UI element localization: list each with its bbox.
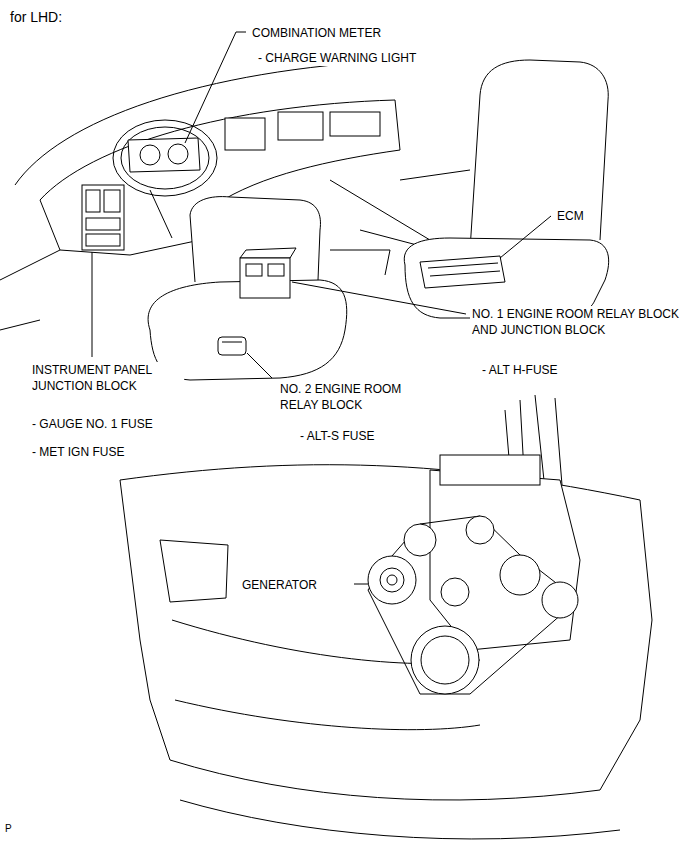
part-label: INSTRUMENT PANEL JUNCTION BLOCK (30, 362, 184, 394)
steering-wheel (150, 190, 172, 238)
page-title: for LHD: (10, 8, 62, 26)
part-label: P (3, 822, 14, 836)
relay-block-1 (246, 264, 262, 276)
vehicle-front (600, 720, 640, 790)
relay-block-2 (222, 342, 242, 343)
steering-wheel (113, 120, 217, 196)
engine (555, 398, 562, 485)
instrument-panel-junction-block (82, 185, 124, 250)
generator (368, 556, 416, 604)
dashboard (225, 118, 265, 150)
engine (368, 516, 578, 694)
cabin-outline (330, 250, 390, 275)
engine (500, 555, 540, 595)
generator (380, 568, 404, 592)
ecm (420, 256, 505, 288)
part-label: - CHARGE WARNING LIGHT (256, 50, 418, 66)
relay-block-1 (240, 258, 290, 298)
dashboard (330, 112, 380, 136)
part-label: - MET IGN FUSE (30, 444, 126, 460)
relay-block-1 (240, 248, 296, 298)
part-label: - GAUGE NO. 1 FUSE (30, 416, 155, 432)
part-label: COMBINATION METER (250, 25, 383, 41)
engine (411, 626, 479, 694)
part-label: GENERATOR (240, 577, 319, 593)
part-label: ECM (555, 208, 586, 224)
vehicle-front (640, 500, 652, 720)
vehicle-front (120, 465, 652, 839)
engine (430, 470, 580, 650)
engine (440, 455, 540, 485)
cabin-outline (0, 250, 60, 280)
relay-block-2 (218, 337, 246, 355)
cabin-outline (400, 170, 470, 180)
leader-line (247, 353, 272, 378)
driver-seat (148, 197, 347, 380)
instrument-panel-junction-block (104, 190, 120, 212)
engine (466, 516, 494, 544)
driver-seat (190, 197, 320, 282)
engine (542, 582, 578, 618)
engine (368, 395, 580, 694)
passenger-seat (404, 60, 608, 318)
passenger-seat (470, 60, 608, 250)
generator (368, 556, 416, 604)
instrument-panel-junction-block (82, 185, 124, 250)
combination-meter (140, 145, 160, 165)
part-label: - ALT-S FUSE (298, 428, 376, 444)
combination-meter (128, 138, 200, 172)
relay-block-1 (268, 264, 284, 276)
ecm (420, 256, 505, 288)
part-label: NO. 1 ENGINE ROOM RELAY BLOCK AND JUNCTI… (470, 306, 686, 338)
dashboard (278, 112, 323, 140)
relay-block-2 (218, 337, 246, 355)
ecm (428, 263, 498, 268)
engine (421, 636, 469, 684)
instrument-panel-junction-block (86, 234, 120, 246)
leader-line (354, 584, 370, 585)
leader-line (292, 282, 466, 314)
vehicle-front (120, 480, 170, 760)
combination-meter (128, 138, 200, 172)
instrument-panel-junction-block (86, 190, 100, 212)
cabin-outline (0, 320, 40, 330)
part-label: NO. 2 ENGINE ROOM RELAY BLOCK (278, 381, 432, 413)
engine (441, 578, 469, 606)
combination-meter (168, 144, 188, 164)
vehicle-front (175, 700, 480, 730)
vehicle-front (160, 540, 228, 602)
leader-line (185, 32, 246, 143)
vehicle-front (170, 760, 600, 800)
relay-block-1 (240, 248, 296, 258)
engine (404, 524, 436, 556)
leader-line (92, 252, 93, 357)
cabin-outline (330, 180, 430, 240)
leader-line (500, 216, 551, 258)
vehicle-front (180, 800, 620, 839)
instrument-panel-junction-block (86, 218, 120, 230)
steering-wheel (121, 127, 209, 189)
part-label: - ALT H-FUSE (480, 362, 560, 378)
ecm (430, 271, 500, 276)
generator (387, 575, 397, 585)
